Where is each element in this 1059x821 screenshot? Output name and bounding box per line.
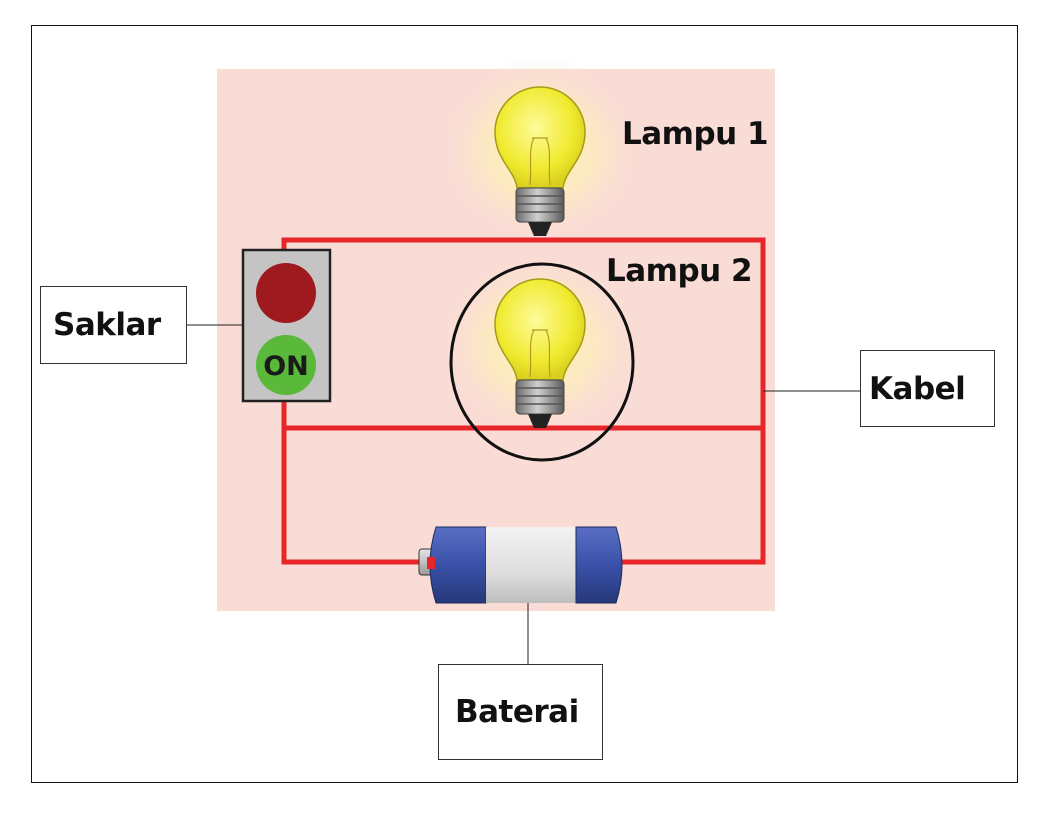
battery-icon bbox=[418, 526, 623, 604]
saklar-label-box: Saklar bbox=[40, 286, 187, 364]
baterai-label: Baterai bbox=[455, 694, 579, 730]
lampu2-highlight-circle bbox=[449, 262, 635, 462]
switch-on-button bbox=[256, 335, 316, 395]
baterai-label-box: Baterai bbox=[438, 664, 603, 760]
light-bulb-icon bbox=[494, 86, 586, 236]
switch-off-button bbox=[256, 263, 316, 323]
kabel-label: Kabel bbox=[869, 370, 966, 407]
saklar-label: Saklar bbox=[53, 307, 161, 343]
light-bulb-icon bbox=[494, 278, 586, 428]
switch-on-text: ON bbox=[263, 351, 309, 382]
switch-icon: ON bbox=[241, 248, 332, 403]
label-connectors bbox=[186, 324, 860, 664]
kabel-label-box: Kabel bbox=[860, 350, 995, 427]
diagram-frame bbox=[31, 25, 1018, 783]
lampu2-label: Lampu 2 bbox=[606, 253, 753, 289]
lampu1-label: Lampu 1 bbox=[622, 116, 769, 152]
